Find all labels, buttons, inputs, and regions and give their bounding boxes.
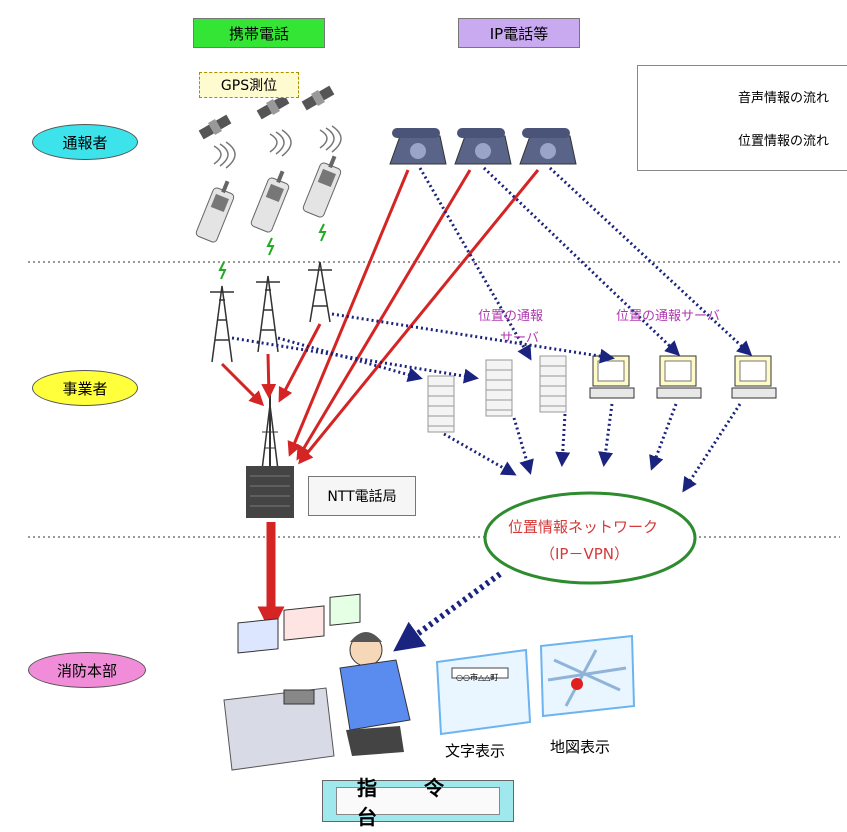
ip-phone-tag: IP電話等: [458, 18, 580, 48]
server-label-b: 位置の通報サーバ: [616, 309, 720, 324]
text-display-label: 文字表示: [445, 742, 506, 760]
mobile-phone-tag: 携帯電話: [193, 18, 325, 48]
desktop-computer-icon: [656, 355, 702, 399]
map-display-screen-icon: [539, 634, 636, 718]
mobile-phone-icon: [195, 180, 235, 243]
network-label-line1: 位置情報ネットワーク: [508, 518, 659, 536]
legend-voice-label: 音声情報の流れ: [738, 91, 830, 106]
tier-label-fire-dept: 消防本部: [28, 652, 146, 688]
text-display-screen-icon: [435, 648, 532, 736]
operator-icon: [339, 632, 411, 756]
satellite-icon: [198, 114, 232, 140]
command-desk-text: 指 令 台: [336, 776, 500, 829]
signal-wave-icon: [213, 125, 342, 169]
mobile-phone-icon: [302, 155, 342, 218]
mobile-phone-icon: [250, 170, 290, 233]
ip-phone-icon: [454, 128, 512, 165]
location-to-fire-dept-arrow: [393, 571, 502, 652]
desktop-computer-icon: [589, 355, 635, 399]
ip-phone-icon: [389, 128, 447, 165]
location-flow-arrows: [231, 166, 753, 493]
text-display-screen-content: ○○市△△町: [456, 673, 499, 682]
legend-location-label: 位置情報の流れ: [738, 134, 830, 149]
server-rack-icon: [427, 355, 567, 433]
legend: [637, 65, 847, 171]
ntt-building-icon: [246, 466, 294, 518]
server-label-a-line1: 位置の通報: [478, 309, 544, 324]
network-label-line2: （IP－VPN）: [540, 545, 629, 563]
cell-tower-icon: [210, 261, 332, 363]
map-display-label: 地図表示: [550, 738, 611, 756]
desktop-computer-icon: [731, 355, 777, 399]
server-label-a-line2: サーバ: [500, 331, 539, 346]
dispatch-console-icon: [223, 593, 361, 771]
voice-flow-arrows: [220, 169, 540, 465]
satellite-icon: [256, 94, 290, 120]
radio-signal-icon: [218, 223, 327, 280]
gps-tag: GPS測位: [199, 72, 299, 98]
tier-label-carrier: 事業者: [32, 370, 138, 406]
ip-phone-icon: [519, 128, 577, 165]
tier-label-notifier: 通報者: [32, 124, 138, 160]
ntt-office-label: NTT電話局: [308, 476, 416, 516]
ntt-switch-tower-icon: [261, 395, 279, 471]
satellite-icon: [301, 85, 335, 111]
location-network-ellipse: [483, 491, 697, 585]
command-desk-label: 指 令 台: [322, 776, 514, 829]
